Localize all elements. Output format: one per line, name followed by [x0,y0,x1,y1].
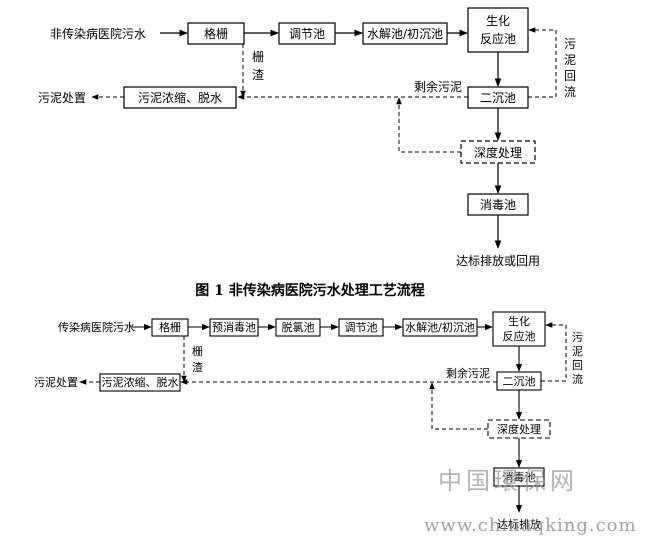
d2-bio-box [492,311,546,347]
d1-output-label: 达标排放或回用 [456,253,540,268]
d2-return-label-3: 回 [572,359,583,372]
d1-hydrolysis-label: 水解池/初沉池 [367,27,443,41]
d1-return-label-4: 流 [564,85,576,99]
d1-residue-label-1: 栅 [252,49,264,64]
d2-hydrolysis-label: 水解池/初沉池 [405,320,475,334]
d2-bio-label-2: 反应池 [503,329,536,343]
d1-excess-sludge-label: 剩余污泥 [414,79,462,94]
d2-predisinfection-label: 预消毒池 [212,320,256,334]
d2-equalization-label: 调节池 [345,321,378,334]
d2-advanced-sludge-line [429,382,488,430]
d1-sludge-label: 污泥浓缩、脱水 [138,90,222,105]
d2-advanced-label: 深度处理 [497,422,541,436]
d2-disinfection-label: 消毒池 [503,470,536,484]
d2-excess-sludge-label: 剩余污泥 [446,366,490,380]
d2-return-label-1: 污 [572,331,583,344]
d1-grille-label: 格栅 [204,26,228,41]
d2-advanced-box [487,419,551,439]
d1-advanced-label: 深度处理 [474,145,522,160]
watermark-cn: 中国環保网 [438,467,578,495]
d1-bio-label-1: 生化 [486,14,510,28]
d2-return-label-4: 流 [572,372,583,386]
d1-bio-label-2: 反应池 [480,31,516,46]
d1-disinfection-label: 消毒池 [480,198,516,212]
d2-secondary-label: 二沉池 [503,375,536,388]
diagram-non-infectious: 非传染病医院污水 格栅 调节池 水解池/初沉池 生化 反应池 二沉池 深度处理 … [38,7,576,268]
d1-secondary-label: 二沉池 [480,91,516,105]
d1-source-label: 非传染病医院污水 [50,26,146,41]
d2-residue-label-1: 栅 [192,344,203,358]
d1-bio-box [467,7,529,53]
d2-source-label: 传染病医院污水 [58,320,135,334]
d2-return-sludge-line [541,322,567,382]
figure-1-caption: 图 1 非传染病医院污水处理工艺流程 [195,282,425,299]
d2-output-label: 达标排放 [497,517,541,531]
d2-dechlorination-label: 脱氯池 [282,320,315,334]
d1-return-label-2: 泥 [564,53,576,67]
d1-advanced-sludge-line [396,97,461,153]
d2-residue-label-2: 渣 [192,360,203,374]
d1-return-label-1: 污 [564,37,576,51]
d2-bio-label-1: 生化 [508,314,530,328]
diagram-infectious: 传染病医院污水 格栅 预消毒池 脱氯池 调节池 水解池/初沉池 生化 反应池 二… [34,311,583,531]
d1-residue-label-2: 渣 [252,68,264,82]
d1-equalization-label: 调节池 [289,27,325,41]
d2-return-label-2: 泥 [572,345,583,358]
watermark-url: www.chinaqking.com [424,515,637,536]
d2-grille-label: 格栅 [159,320,181,334]
d1-sludge-disposal-label: 污泥处置 [38,91,86,105]
d1-return-label-3: 回 [564,69,576,83]
d2-sludge-label: 污泥浓缩、脱水 [102,375,179,389]
d1-return-sludge-line [528,27,557,98]
d2-sludge-disposal-label: 污泥处置 [34,376,78,389]
